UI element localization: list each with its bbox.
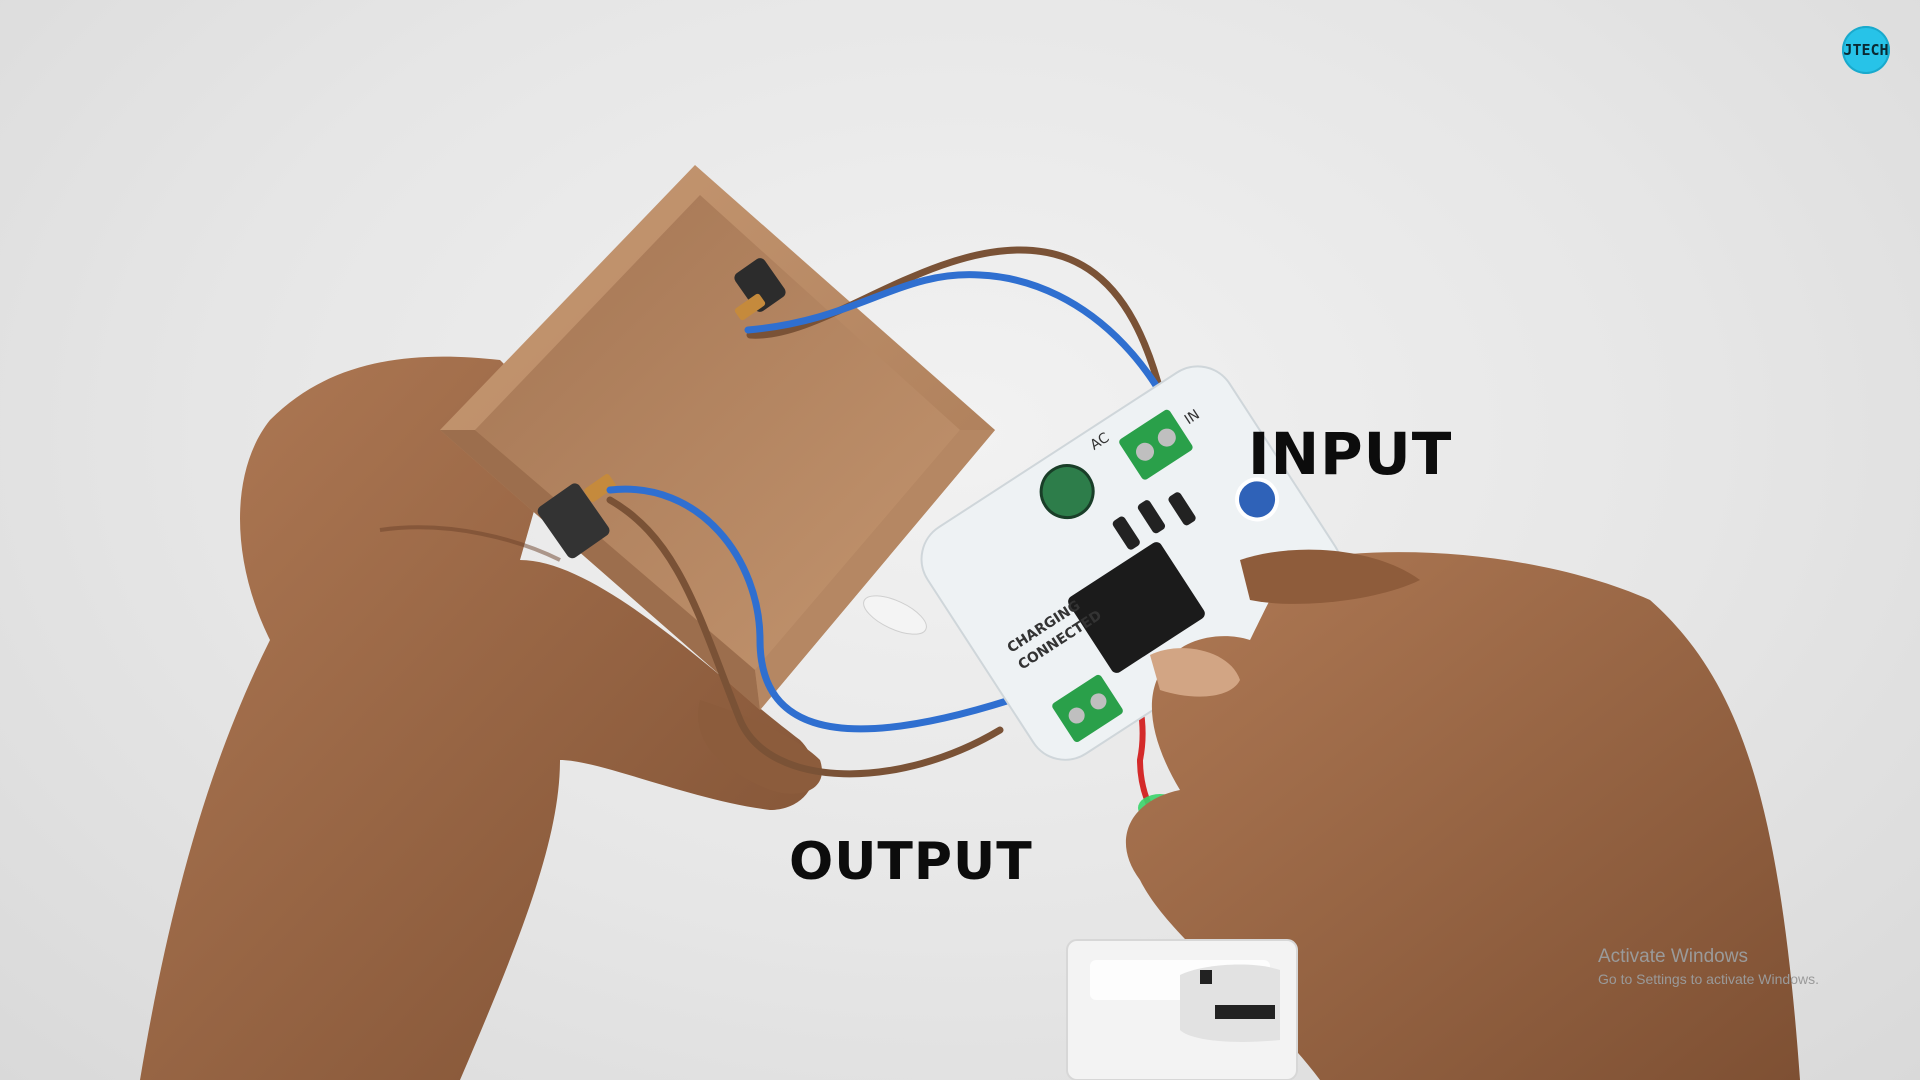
cardboard-box — [440, 165, 995, 710]
capacitor — [1039, 464, 1095, 520]
input-label: INPUT — [1248, 420, 1453, 488]
led-lamp-fixture — [1066, 939, 1298, 1080]
terminal-block-output — [1052, 674, 1123, 743]
terminal-block-input — [1119, 409, 1193, 480]
channel-logo: JTECH — [1842, 26, 1890, 74]
box-switch-top — [734, 258, 786, 321]
led-white — [863, 595, 927, 635]
potentiometer — [1235, 477, 1280, 522]
charger-pcb: CHARGING CONNECTED AC IN — [920, 365, 1343, 761]
watermark-subtitle: Go to Settings to activate Windows. — [1598, 971, 1819, 987]
output-label: OUTPUT — [789, 832, 1033, 892]
relay — [1068, 542, 1205, 673]
watermark-title: Activate Windows — [1598, 946, 1748, 967]
box-switch-left — [537, 474, 616, 559]
channel-logo-text: JTECH — [1843, 41, 1889, 59]
windows-activation-watermark: Activate Windows Go to Settings to activ… — [1598, 945, 1819, 989]
